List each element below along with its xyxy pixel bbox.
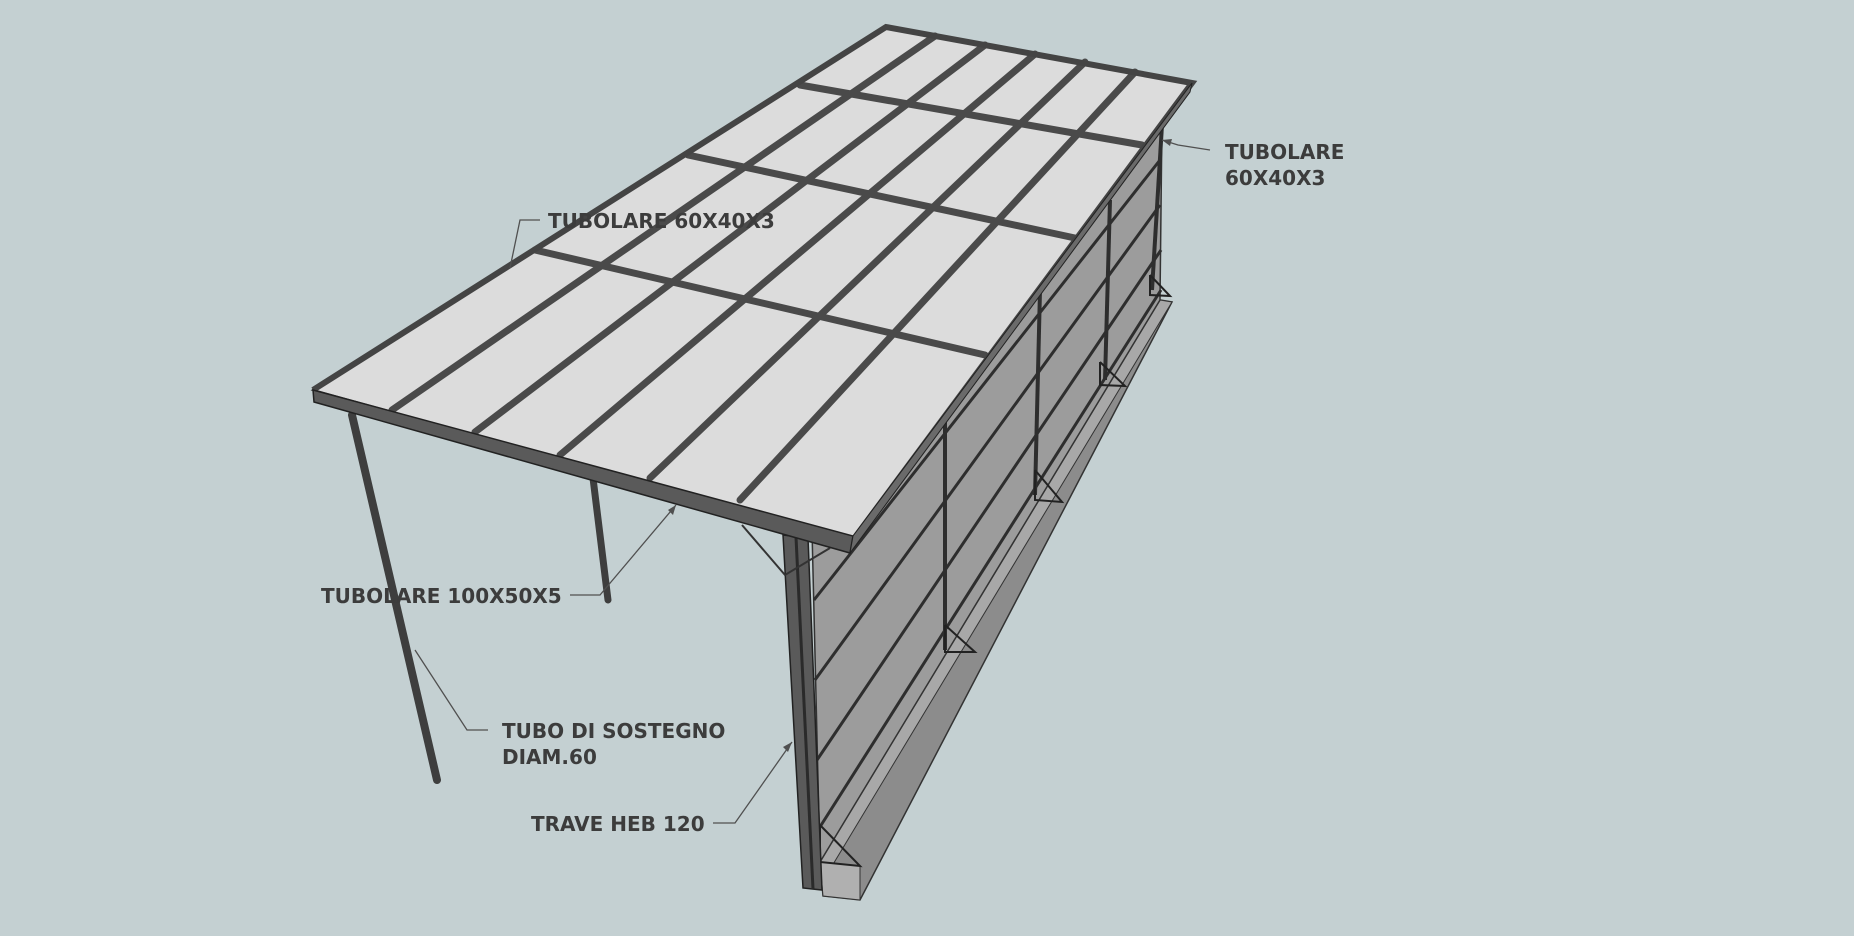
label-line: TUBOLARE 60X40X3 [548,209,775,233]
label-line: DIAM.60 [502,745,597,769]
label-line: TUBO DI SOSTEGNO [502,719,726,743]
support-tube-back [588,466,612,604]
leader-lines [414,139,1211,824]
label-line: TRAVE HEB 120 [531,812,705,836]
leader-arrowheads [668,139,1172,752]
label-tubolare-60x40x3-side: TUBOLARE 60X40X3 [1225,139,1344,191]
label-line: TUBOLARE [1225,140,1345,164]
support-tube-front [348,411,441,784]
wall-posts [943,124,1164,650]
label-tubo-di-sostegno: TUBO DI SOSTEGNO DIAM.60 [502,718,725,770]
label-tubolare-60x40x3-roof: TUBOLARE 60X40X3 [548,208,775,234]
roof-side-fascia [849,82,1193,554]
label-line: TUBOLARE 100X50X5 [321,584,562,608]
label-trave-heb-120: TRAVE HEB 120 [531,811,705,837]
foundation-curb-end [819,861,861,901]
roof-purlins [531,81,1146,359]
column-brace [741,524,831,577]
wall-rails [812,159,1163,831]
label-line: 60X40X3 [1225,166,1326,190]
label-tubolare-100x50x5: TUBOLARE 100X50X5 [321,583,562,609]
roof-rafters [388,32,1139,504]
